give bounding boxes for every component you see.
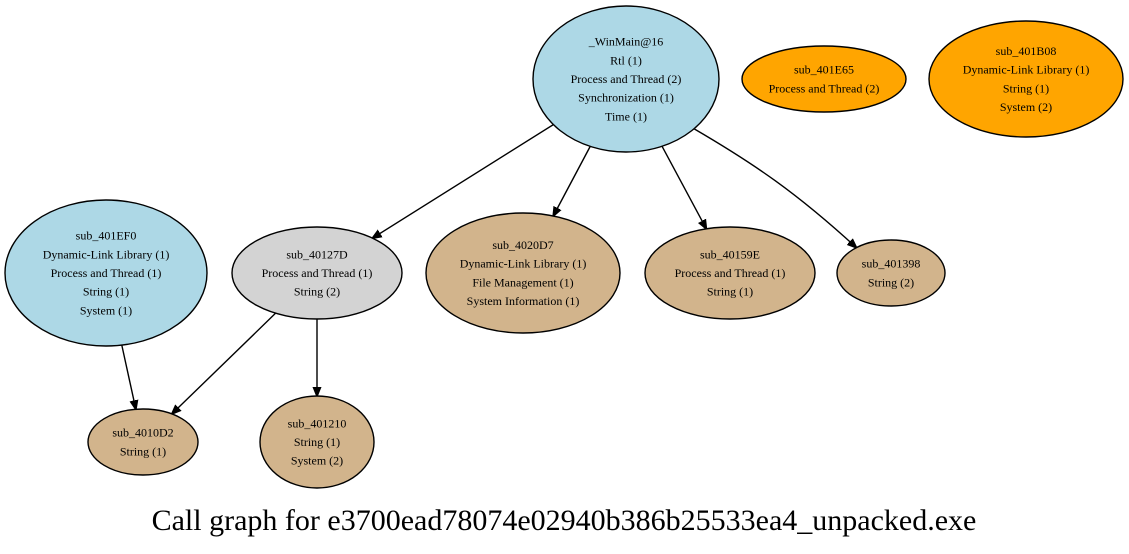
node-title-sub_401210: sub_401210 [288, 416, 347, 430]
node-title-sub_4020D7: sub_4020D7 [492, 238, 553, 252]
node-api-line: Process and Thread (1) [675, 266, 786, 280]
node-api-line: Synchronization (1) [578, 91, 674, 105]
node-title-sub_401E65: sub_401E65 [794, 63, 854, 77]
node-api-line: String (1) [83, 285, 129, 299]
edge-winmain-to-sub_401398 [693, 128, 856, 248]
edge-winmain-to-sub_40159E [661, 145, 706, 229]
node-title-sub_401398: sub_401398 [862, 257, 921, 271]
node-api-line: System (2) [1000, 100, 1052, 114]
node-shape-sub_401210 [259, 395, 375, 489]
node-api-line: System Information (1) [467, 294, 580, 308]
edge-winmain-to-sub_4020D7 [553, 146, 591, 216]
node-api-line: Rtl (1) [610, 53, 642, 67]
node-api-line: Time (1) [605, 109, 647, 123]
node-api-line: String (1) [1003, 81, 1049, 95]
node-title-sub_4010D2: sub_4010D2 [112, 426, 173, 440]
node-shape-sub_40159E [644, 226, 816, 320]
node-api-line: Dynamic-Link Library (1) [460, 257, 587, 271]
node-api-line: System (2) [291, 454, 343, 468]
node-shape-sub_401E65 [741, 45, 907, 113]
node-api-line: String (2) [294, 285, 340, 299]
edge-sub_40127D-to-sub_4010D2 [172, 312, 277, 414]
node-api-line: Process and Thread (1) [51, 266, 162, 280]
node-shape-sub_401398 [836, 239, 946, 307]
edge-sub_401EF0-to-sub_4010D2 [121, 344, 136, 409]
node-title-sub_40159E: sub_40159E [700, 247, 760, 261]
node-api-line: String (1) [707, 285, 753, 299]
node-shape-sub_40127D [231, 226, 403, 320]
graph-caption: Call graph for e3700ead78074e02940b386b2… [152, 504, 977, 537]
node-title-winmain: _WinMain@16 [588, 35, 664, 49]
node-api-line: Process and Thread (2) [571, 72, 682, 86]
node-title-sub_40127D: sub_40127D [286, 247, 348, 261]
node-api-line: File Management (1) [472, 275, 573, 289]
node-title-sub_401B08: sub_401B08 [996, 44, 1057, 58]
edges-layer [121, 124, 857, 414]
node-shape-winmain [532, 5, 720, 153]
node-api-line: System (1) [80, 303, 132, 317]
node-api-line: String (1) [120, 444, 166, 458]
node-api-line: Dynamic-Link Library (1) [43, 247, 170, 261]
node-shape-sub_4020D7 [425, 212, 621, 334]
edge-winmain-to-sub_40127D [372, 124, 554, 239]
node-api-line: String (2) [868, 275, 914, 289]
node-shape-sub_4010D2 [87, 408, 199, 476]
node-api-line: Dynamic-Link Library (1) [963, 63, 1090, 77]
node-api-line: String (1) [294, 435, 340, 449]
node-api-line: Process and Thread (1) [262, 266, 373, 280]
node-sub_40127D[interactable]: sub_40127D Process and Thread (1) String (… [231, 226, 403, 320]
node-shape-sub_401B08 [928, 20, 1124, 138]
node-api-line: Process and Thread (2) [769, 81, 880, 95]
node-title-sub_401EF0: sub_401EF0 [76, 229, 137, 243]
node-sub_40159E[interactable]: sub_40159E Process and Thread (1) String (… [644, 226, 816, 320]
node-shape-sub_401EF0 [4, 199, 208, 347]
